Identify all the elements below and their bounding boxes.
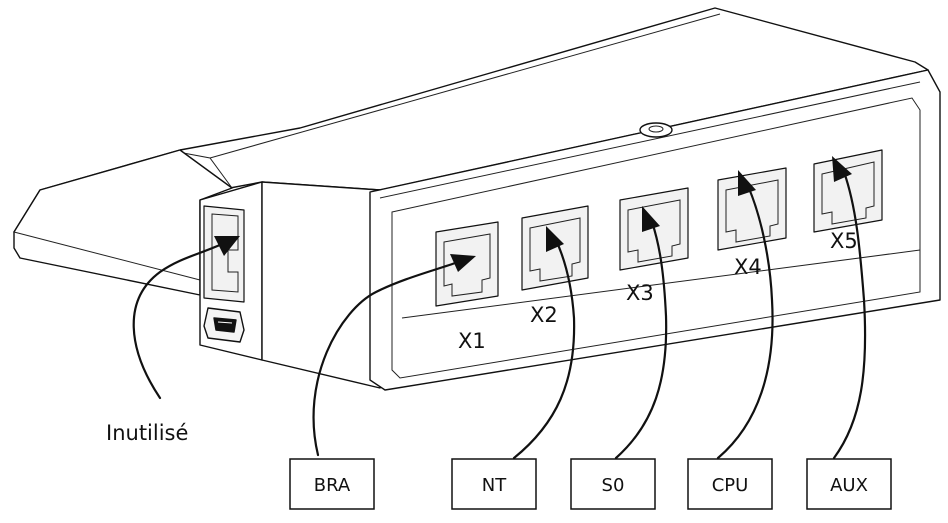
device-left-edge — [13, 231, 201, 281]
arrow-cpu-to-x4 — [716, 170, 774, 460]
front-panel-inner-rim — [391, 97, 921, 379]
connection-box-nt: NT — [451, 458, 537, 510]
port-label-x5: X5 — [830, 229, 858, 253]
arrow-aux-to-x5 — [832, 156, 867, 460]
port-label-x2: X2 — [530, 303, 558, 327]
connection-box-nt-text: NT — [482, 475, 507, 496]
usb-connector-icon — [203, 307, 245, 343]
connection-box-cpu-text: CPU — [712, 475, 749, 496]
connection-box-cpu: CPU — [687, 458, 773, 510]
connection-box-bra: BRA — [289, 458, 375, 510]
port-label-x4: X4 — [734, 255, 762, 279]
device-top-ridge — [209, 13, 721, 159]
connection-box-bra-text: BRA — [314, 475, 351, 496]
connection-box-aux-text: AUX — [830, 475, 868, 496]
unused-port-label: Inutilisé — [106, 421, 188, 445]
front-panel-lower-bevel — [401, 249, 921, 319]
arrow-s0-to-x3 — [614, 206, 668, 460]
arrow-bra-to-x1 — [312, 254, 476, 457]
arrow-unused-side-port — [132, 236, 240, 400]
panel-top-button — [639, 122, 673, 138]
connection-box-s0-text: S0 — [602, 475, 625, 496]
arrow-nt-to-x2 — [512, 226, 576, 460]
port-x5-socket — [813, 149, 883, 233]
front-panel-top-bevel — [379, 81, 921, 199]
port-label-x3: X3 — [626, 281, 654, 305]
connection-box-aux: AUX — [806, 458, 892, 510]
port-x4-socket — [717, 167, 787, 251]
connection-box-s0: S0 — [570, 458, 656, 510]
port-label-x1: X1 — [458, 329, 486, 353]
side-port-jack — [211, 213, 239, 293]
device-lower-body — [261, 181, 381, 389]
